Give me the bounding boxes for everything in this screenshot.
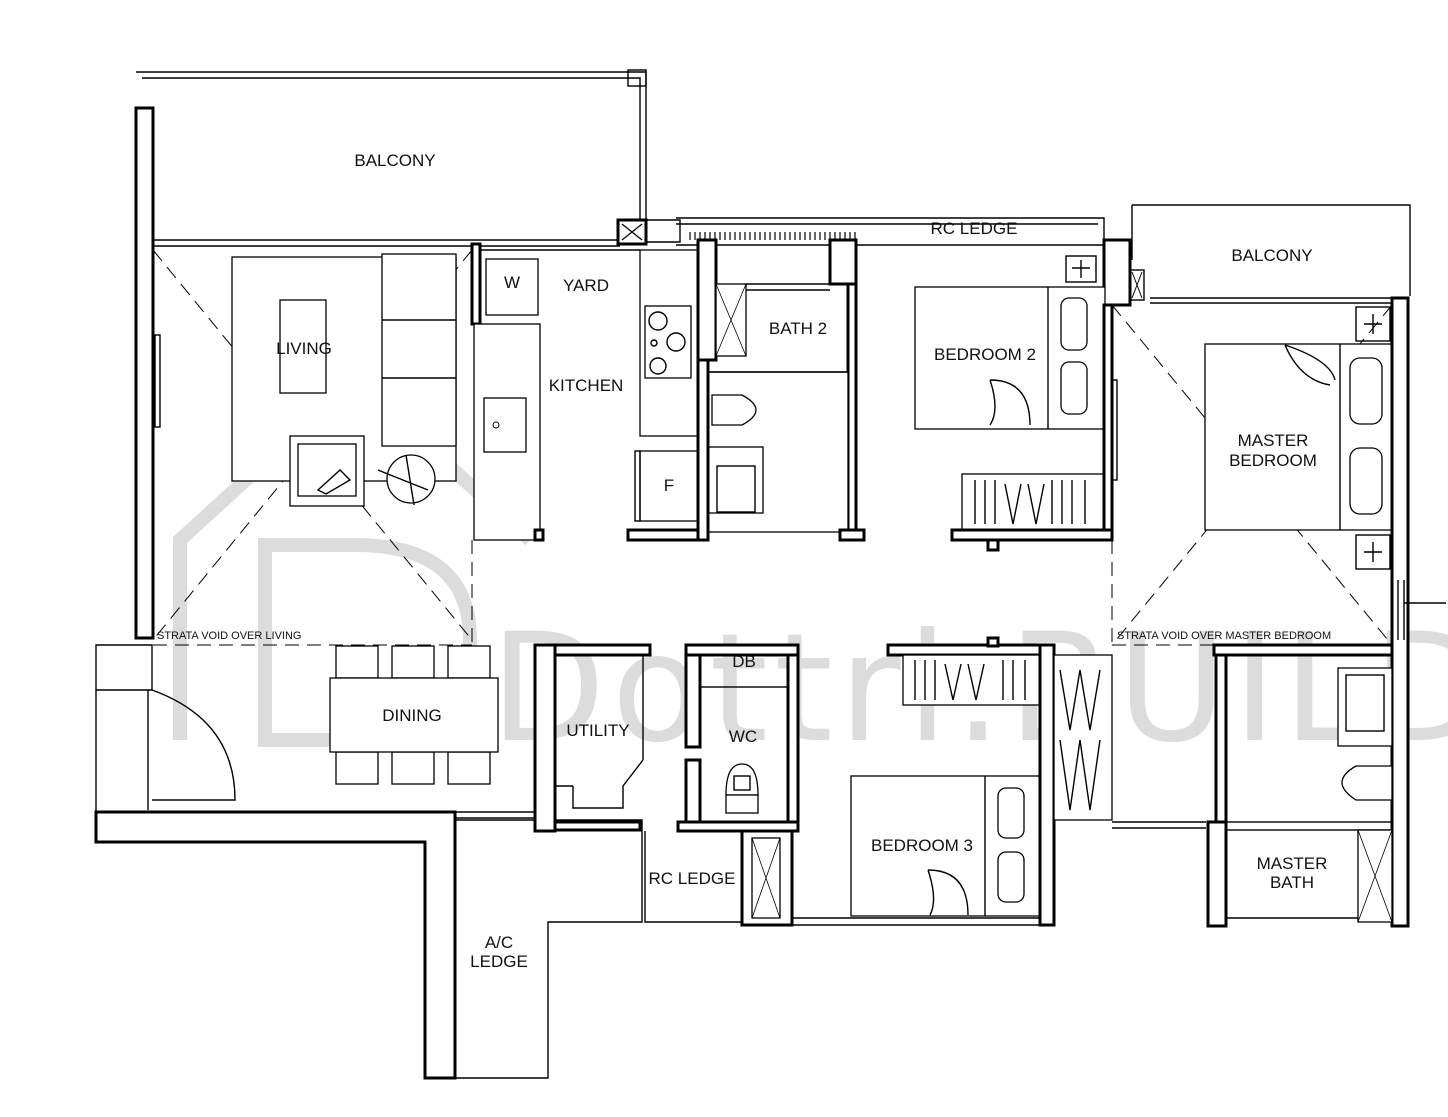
balcony-master: BALCONY bbox=[1131, 204, 1411, 304]
wc-label: WC bbox=[729, 727, 757, 746]
living-room: LIVING bbox=[152, 249, 473, 641]
master-bedroom-label-2: BEDROOM bbox=[1229, 451, 1317, 470]
bedroom-3: BEDROOM 3 bbox=[740, 636, 1056, 927]
bedroom-2: BEDROOM 2 bbox=[914, 255, 1118, 552]
utility: UTILITY bbox=[533, 643, 652, 833]
kitchen-label: KITCHEN bbox=[549, 376, 624, 395]
db-label: DB bbox=[732, 652, 756, 671]
yard: W YARD bbox=[470, 242, 640, 326]
bath-2: BATH 2 bbox=[696, 238, 866, 542]
bath2-label: BATH 2 bbox=[769, 319, 827, 338]
master-wardrobe bbox=[1053, 654, 1206, 829]
void-living-note: STRATA VOID OVER LIVING bbox=[157, 630, 301, 642]
void-master-note: STRATA VOID OVER MASTER BEDROOM bbox=[1117, 630, 1331, 642]
bedroom2-label: BEDROOM 2 bbox=[934, 345, 1036, 364]
rc-ledge-top: RC LEDGE bbox=[616, 217, 1145, 307]
balcony-main bbox=[134, 69, 647, 640]
master-bedroom: MASTER BEDROOM bbox=[1111, 296, 1410, 928]
bedroom3-label: BEDROOM 3 bbox=[871, 836, 973, 855]
fridge-label: F bbox=[664, 476, 674, 495]
washer-label: W bbox=[504, 273, 520, 292]
master-bath: MASTER BATH bbox=[1206, 643, 1394, 928]
kitchen: F KITCHEN bbox=[473, 249, 702, 542]
yard-label: YARD bbox=[563, 276, 609, 295]
wc: DB WC bbox=[676, 643, 800, 833]
ac-ledge-label-2: LEDGE bbox=[470, 952, 528, 971]
dining: DINING bbox=[95, 644, 535, 819]
living-label: LIVING bbox=[276, 339, 332, 358]
dining-label: DINING bbox=[382, 706, 442, 725]
master-bedroom-label-1: MASTER bbox=[1238, 431, 1309, 450]
master-bath-label-1: MASTER bbox=[1257, 854, 1328, 873]
ac-ledge-label-1: A/C bbox=[485, 933, 513, 952]
rc-ledge-bottom-label: RC LEDGE bbox=[649, 869, 736, 888]
ac-ledge: A/C LEDGE bbox=[94, 810, 643, 1080]
balcony-master-label: BALCONY bbox=[1231, 246, 1312, 265]
rc-ledge-bottom: RC LEDGE bbox=[644, 831, 742, 923]
utility-label: UTILITY bbox=[566, 721, 629, 740]
master-bath-label-2: BATH bbox=[1270, 873, 1314, 892]
balcony-main-label: BALCONY bbox=[354, 151, 435, 170]
rc-ledge-top-label: RC LEDGE bbox=[931, 219, 1018, 238]
